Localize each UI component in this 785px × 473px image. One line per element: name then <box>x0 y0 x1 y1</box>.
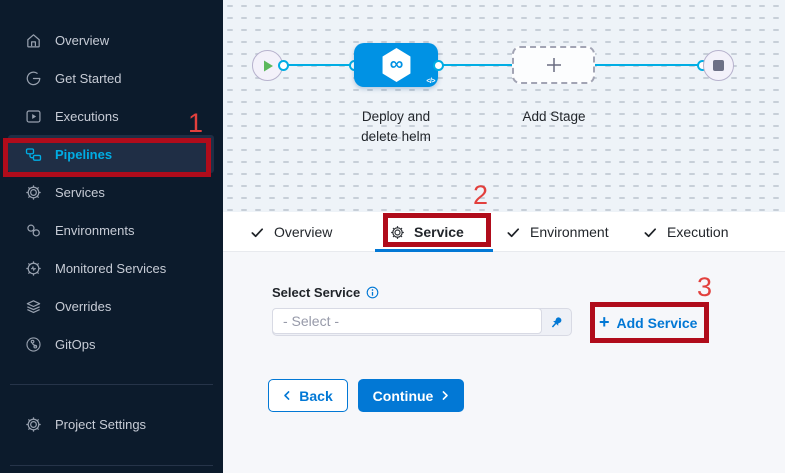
info-circle-icon[interactable] <box>366 286 379 299</box>
overrides-layers-icon <box>25 298 42 315</box>
sidebar: Overview Get Started Executions Pipeline… <box>0 0 223 473</box>
gear-icon <box>390 225 405 240</box>
sidebar-item-label: Overview <box>55 32 110 48</box>
connector-port <box>278 60 289 71</box>
cd-hexagon-infinity-icon: ∞ <box>382 48 411 82</box>
pipelines-icon <box>25 146 42 163</box>
sidebar-item-label: Executions <box>55 108 119 124</box>
home-icon <box>25 32 42 49</box>
sidebar-item-get-started[interactable]: Get Started <box>0 59 223 97</box>
sidebar-divider <box>10 465 213 466</box>
stop-icon <box>713 60 724 71</box>
stage-node-label: Deploy and delete helm <box>361 109 431 144</box>
sidebar-item-pipelines[interactable]: Pipelines <box>8 135 214 173</box>
service-select-group <box>272 308 572 336</box>
main-area: ∞ </> Deploy and delete helm Add Stage <box>223 0 785 473</box>
get-started-icon <box>25 70 42 87</box>
sidebar-item-label: Project Settings <box>55 416 147 432</box>
sidebar-item-overrides[interactable]: Overrides <box>0 287 223 325</box>
pin-icon[interactable] <box>542 309 571 335</box>
chevron-left-icon <box>283 390 291 401</box>
add-service-button[interactable]: + Add Service <box>599 309 697 337</box>
chevron-right-icon <box>441 390 449 401</box>
sidebar-item-executions[interactable]: Executions <box>0 97 223 135</box>
sidebar-item-project-settings[interactable]: Project Settings <box>0 405 223 443</box>
service-tab-content: Select Service + Add Service Back <box>223 252 785 473</box>
environments-icon <box>25 222 42 239</box>
sidebar-item-label: Get Started <box>55 70 122 86</box>
settings-gear-icon <box>25 416 42 433</box>
tab-service[interactable]: Service <box>390 212 464 252</box>
code-icon: </> <box>426 78 435 85</box>
pipeline-canvas[interactable]: ∞ </> Deploy and delete helm Add Stage <box>223 0 785 212</box>
tab-label: Execution <box>667 224 729 240</box>
sidebar-footer: Project Settings <box>0 405 223 443</box>
connector-port <box>433 60 444 71</box>
executions-icon <box>25 108 42 125</box>
sidebar-divider <box>10 384 213 385</box>
stage-node-deploy-and-delete-helm[interactable]: ∞ </> <box>354 43 438 87</box>
sidebar-nav: Overview Get Started Executions Pipeline… <box>0 21 223 363</box>
tab-label: Environment <box>530 224 609 240</box>
tab-execution[interactable]: Execution <box>643 212 728 252</box>
plus-icon <box>545 56 563 74</box>
gitops-icon <box>25 336 42 353</box>
check-icon <box>643 225 658 240</box>
pipeline-connector-line <box>283 64 702 66</box>
services-gear-icon <box>25 184 42 201</box>
sidebar-item-services[interactable]: Services <box>0 173 223 211</box>
tab-overview[interactable]: Overview <box>250 212 332 252</box>
play-icon <box>262 59 274 73</box>
add-stage-button[interactable] <box>512 46 595 84</box>
sidebar-item-label: Monitored Services <box>55 260 167 276</box>
sidebar-item-label: Services <box>55 184 105 200</box>
add-stage-label: Add Stage <box>522 109 586 124</box>
stage-tabbar: Overview Service Environment Execution <box>223 212 785 252</box>
sidebar-item-environments[interactable]: Environments <box>0 211 223 249</box>
tab-label: Overview <box>274 224 333 240</box>
sidebar-item-overview[interactable]: Overview <box>0 21 223 59</box>
service-select-input[interactable] <box>272 308 542 334</box>
sidebar-item-label: Overrides <box>55 298 112 314</box>
sidebar-item-label: Environments <box>55 222 135 238</box>
select-service-label-row: Select Service <box>272 285 379 300</box>
continue-button[interactable]: Continue <box>358 379 464 412</box>
sidebar-item-label: GitOps <box>55 336 96 352</box>
add-service-label: Add Service <box>616 315 698 331</box>
tab-environment[interactable]: Environment <box>506 212 609 252</box>
check-icon <box>506 225 521 240</box>
check-icon <box>250 225 265 240</box>
tab-label: Service <box>414 224 464 240</box>
select-service-label: Select Service <box>272 285 361 300</box>
sidebar-item-monitored-services[interactable]: Monitored Services <box>0 249 223 287</box>
back-button[interactable]: Back <box>268 379 348 412</box>
pipeline-end-node <box>703 50 734 81</box>
sidebar-item-label: Pipelines <box>55 146 113 162</box>
plus-icon: + <box>599 312 610 332</box>
active-tab-underline <box>375 249 493 252</box>
sidebar-item-gitops[interactable]: GitOps <box>0 325 223 363</box>
monitored-services-icon <box>25 260 42 277</box>
